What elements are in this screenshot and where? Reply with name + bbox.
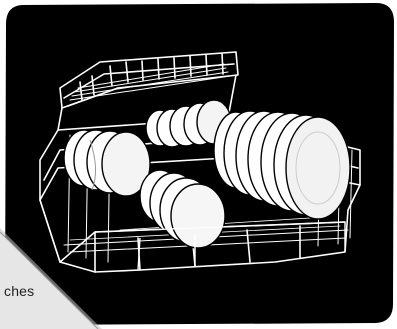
corner-fold-label: ches [4,283,34,299]
